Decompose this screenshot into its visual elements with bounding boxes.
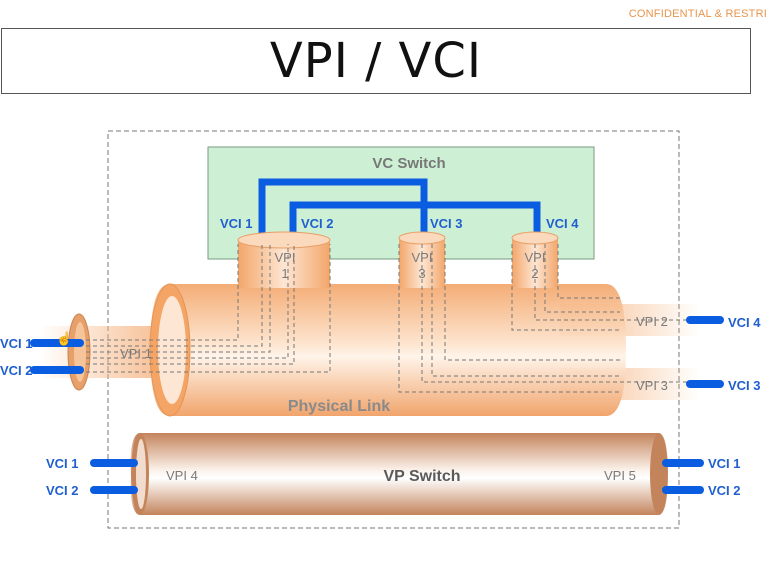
title-box: VPI / VCI	[1, 28, 751, 94]
route-in-vci2	[86, 244, 295, 365]
riser-vpi1-label-line2: 1	[281, 266, 288, 281]
right-vci4-label: VCI 4	[728, 315, 761, 330]
right-vpi2-label: VPI 2	[636, 314, 668, 329]
confidential-notice: CONFIDENTIAL & RESTRI	[628, 8, 767, 20]
vp-right-vci2-label: VCI 2	[708, 483, 741, 498]
route-in-vci2-outer	[86, 244, 331, 373]
vc-switch-connectors	[258, 178, 541, 242]
riser-vpi1	[237, 231, 331, 288]
physical-link-tube	[149, 283, 626, 417]
riser-vpi2-label-line1: VPI	[525, 250, 546, 265]
vc-switch-label: VC Switch	[372, 155, 445, 172]
vp-switch-vpi4-label: VPI 4	[166, 468, 198, 483]
route-vpi2-outer-right	[557, 244, 620, 299]
route-vpi3-outer-right	[444, 244, 620, 361]
page-title: VPI / VCI	[269, 33, 483, 89]
vc-port-vci1: VCI 1	[220, 216, 253, 231]
connector-vci2-vci4	[289, 201, 541, 242]
route-in-vci1-outer	[86, 244, 239, 341]
right-vpi3-label: VPI 3	[636, 378, 668, 393]
vp-switch-label: VP Switch	[383, 468, 460, 485]
hand-cursor-icon: ☝	[56, 330, 72, 347]
route-vpi2-outer-left	[511, 244, 620, 331]
route-in-vci1	[86, 244, 263, 347]
route-vpi3-outer-left	[398, 244, 620, 393]
riser-vpi1-label-line1: VPI	[275, 250, 296, 265]
internal-vc-routes	[86, 244, 700, 393]
vc-port-vci4: VCI 4	[546, 216, 579, 231]
route-vpi2-inner	[544, 244, 620, 313]
route-vpi3-vci3	[421, 244, 700, 383]
vc-port-vci2: VCI 2	[301, 216, 334, 231]
vp-right-vci1-label: VCI 1	[708, 456, 741, 471]
route-in-vci1-inner	[86, 244, 271, 353]
physical-link-label: Physical Link	[288, 398, 390, 415]
vp-switch-tube	[130, 433, 668, 515]
vp-left-vci2-label: VCI 2	[46, 483, 79, 498]
vc-port-vci3: VCI 3	[430, 216, 463, 231]
left-vpi1-label: VPI 1	[120, 346, 152, 361]
route-vpi2-vci4	[534, 244, 700, 321]
route-vpi3-inner	[431, 244, 620, 377]
left-vci2-label: VCI 2	[0, 363, 33, 378]
right-vci3-label: VCI 3	[728, 378, 761, 393]
connector-vci1-vci3	[258, 178, 428, 242]
riser-vpi3-label-line1: VPI	[412, 250, 433, 265]
vp-left-vci1-label: VCI 1	[46, 456, 79, 471]
left-vci1-label: VCI 1	[0, 336, 33, 351]
vp-switch-vpi5-label: VPI 5	[604, 468, 636, 483]
